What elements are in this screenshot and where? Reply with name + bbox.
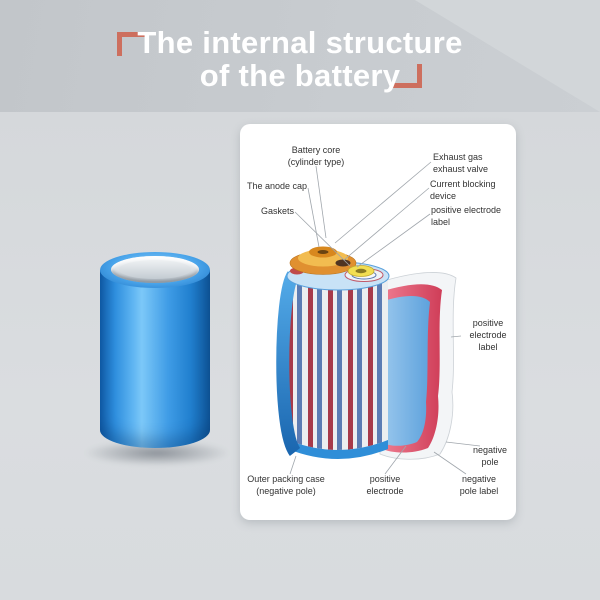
title-bracket-top-left-icon: [117, 32, 146, 56]
battery-body: [100, 270, 210, 448]
diagram-panel: Battery core (cylinder type) The anode c…: [240, 124, 516, 520]
label-line: Outer packing case: [247, 474, 325, 484]
label-positive-electrode-label-top: positive electrode label: [431, 204, 515, 228]
battery-cutaway-diagram: [276, 161, 481, 475]
leader-lines: [289, 161, 481, 475]
label-line: positive electrode: [431, 205, 502, 215]
label-negative-pole: negative pole: [466, 444, 514, 468]
title-bracket-bottom-right-icon: [393, 64, 422, 88]
label-line: electrode: [469, 330, 507, 341]
label-battery-core: Battery core (cylinder type): [268, 144, 364, 168]
header-background: [0, 0, 600, 112]
label-line: negative: [461, 474, 497, 484]
separator-sheet: [380, 296, 430, 446]
label-line: The anode cap: [246, 181, 307, 191]
outer-case-wall: [276, 271, 301, 456]
title-line-1: The internal structure: [137, 25, 463, 60]
label-current-blocking-device: Current blocking device: [430, 178, 514, 202]
label-negative-pole-label: negative pole label: [450, 473, 508, 497]
label-line: pole: [481, 457, 499, 468]
label-exhaust-valve: Exhaust gas exhaust valve: [433, 151, 513, 175]
label-line: electrode: [366, 486, 404, 497]
label-line: positive: [369, 474, 401, 484]
battery-photo: [84, 252, 230, 466]
label-line: Current blocking: [430, 179, 496, 189]
case-bottom-rim: [288, 440, 388, 459]
label-line: Battery core: [291, 145, 341, 155]
label-line: Exhaust gas: [433, 152, 483, 162]
label-anode-cap: The anode cap: [240, 180, 307, 192]
label-line: pole label: [459, 486, 499, 497]
label-line: negative: [472, 445, 508, 455]
label-positive-electrode: positive electrode: [361, 473, 409, 497]
label-gaskets: Gaskets: [250, 205, 294, 217]
label-line: device: [430, 191, 457, 202]
label-positive-electrode-label-right: positive electrode label: [462, 317, 514, 353]
battery-cap-inner: [119, 260, 191, 279]
current-blocking-device-shape: [335, 259, 351, 267]
label-line: (cylinder type): [287, 157, 345, 168]
battery-core-stripes: [288, 276, 388, 450]
label-line: Gaskets: [260, 206, 294, 216]
vent-hole: [317, 250, 329, 254]
label-line: (negative pole): [256, 486, 316, 497]
label-outer-packing-case: Outer packing case (negative pole): [244, 473, 328, 497]
gasket-hole: [355, 268, 367, 274]
label-line: label: [431, 217, 451, 228]
label-line: label: [478, 342, 498, 353]
label-line: exhaust valve: [433, 164, 489, 175]
label-line: positive: [472, 318, 504, 328]
page-title: The internal structure of the battery: [40, 26, 560, 92]
title-line-2: of the battery: [199, 58, 401, 93]
